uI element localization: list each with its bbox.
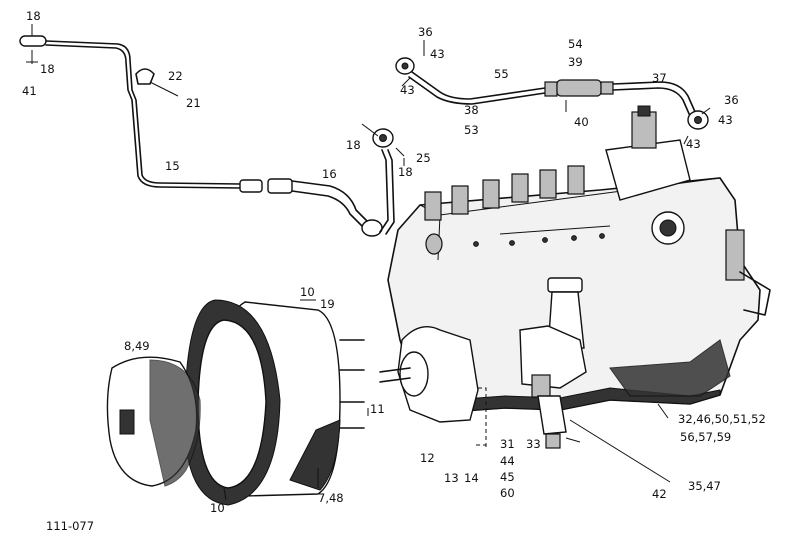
callout-43: 43	[400, 83, 415, 97]
callout-10: 10	[300, 285, 315, 299]
callout-13: 13	[444, 471, 459, 485]
callout-10: 10	[210, 501, 225, 515]
callout-40: 40	[574, 115, 589, 129]
delivery-valve-holders	[424, 165, 585, 221]
callout-19: 19	[320, 297, 335, 311]
callout-14: 14	[464, 471, 479, 485]
callout-53: 53	[464, 123, 479, 137]
callout-25: 25	[416, 151, 431, 165]
gasket	[184, 299, 281, 506]
hand-primer-pump	[519, 277, 587, 449]
callout-35-47: 35,47	[688, 479, 721, 493]
callout-36: 36	[724, 93, 739, 107]
callout-54: 54	[568, 37, 583, 51]
callout-33: 33	[526, 437, 541, 451]
leader-lines	[26, 24, 711, 501]
callout-41: 41	[22, 84, 37, 98]
callout-55: 55	[494, 67, 509, 81]
callout-45: 45	[500, 470, 515, 484]
callout-42: 42	[652, 487, 667, 501]
callout-21: 21	[186, 96, 201, 110]
callout-15: 15	[165, 159, 180, 173]
callout-22: 22	[168, 69, 183, 83]
coupling-hub	[106, 356, 201, 487]
callout-18: 18	[346, 138, 361, 152]
callout-18: 18	[26, 9, 41, 23]
fuel-pipe-right	[395, 57, 709, 130]
callout-60: 60	[500, 486, 515, 500]
callout-12: 12	[420, 451, 435, 465]
callout-39: 39	[568, 55, 583, 69]
callout-18: 18	[40, 62, 55, 76]
callout-16: 16	[322, 167, 337, 181]
callout-37: 37	[652, 71, 667, 85]
callout-8-49: 8,49	[124, 339, 150, 353]
callout-38: 38	[464, 103, 479, 117]
callout-7-48: 7,48	[318, 491, 344, 505]
callout-36: 36	[418, 25, 433, 39]
callout-56-57-59: 56,57,59	[680, 430, 731, 444]
callout-43: 43	[430, 47, 445, 61]
coupling-flange	[379, 326, 479, 423]
callout-18: 18	[398, 165, 413, 179]
callout-31: 31	[500, 437, 515, 451]
callout-44: 44	[500, 454, 515, 468]
figure-id: 111-077	[46, 519, 94, 533]
callout-32-46-50-51-52: 32,46,50,51,52	[678, 412, 766, 426]
callout-labels: 18 18 41 22 21 15 16 18 25 18 36 43 43 5…	[22, 9, 766, 533]
callout-43: 43	[718, 113, 733, 127]
callout-11: 11	[370, 402, 385, 416]
callout-43: 43	[686, 137, 701, 151]
fuel-pipe-left	[19, 35, 395, 237]
